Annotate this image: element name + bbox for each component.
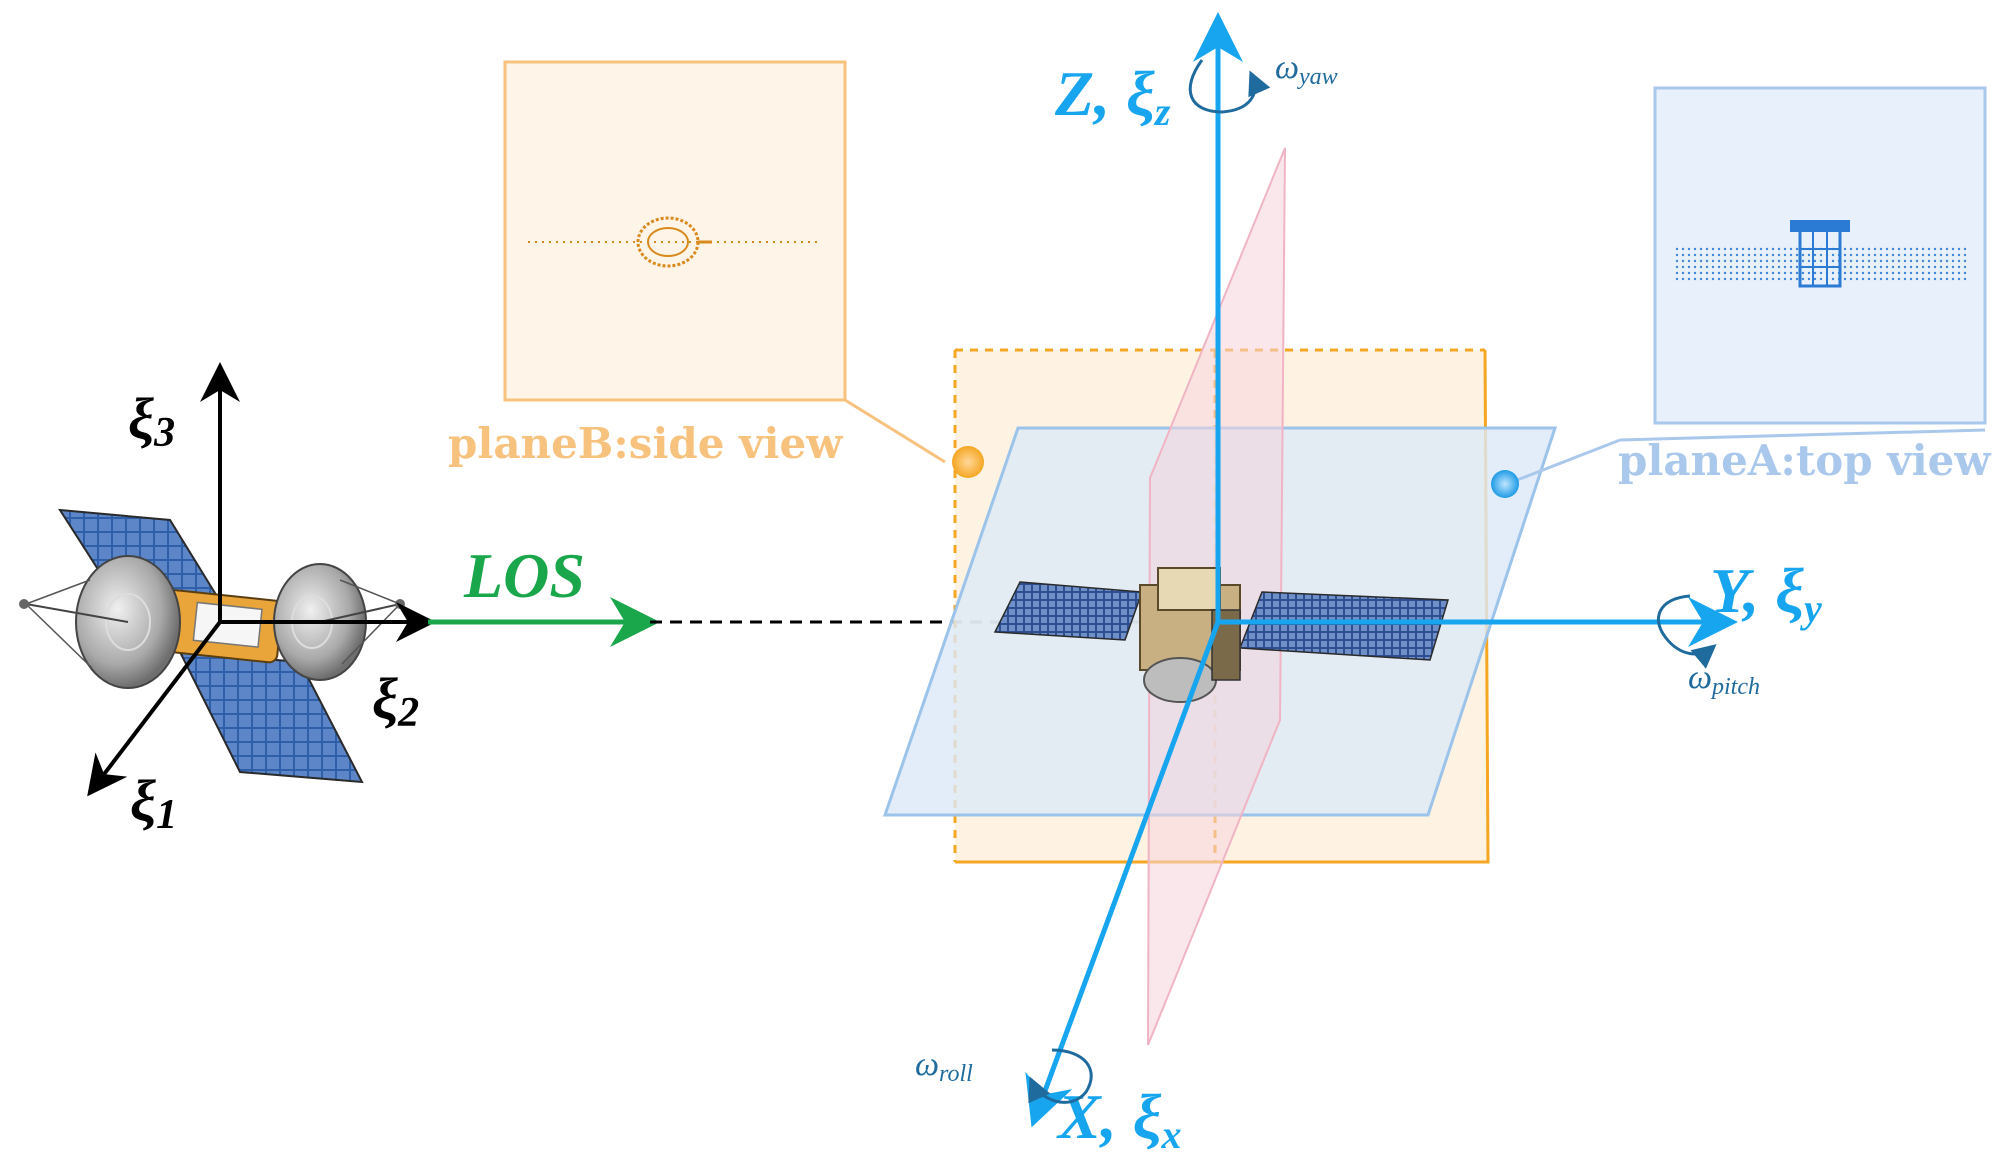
plane-b-label: planeB:side view — [448, 419, 843, 468]
y-axis-label: Y, — [1710, 555, 1759, 626]
pitch-rotation-arrow — [1656, 594, 1717, 669]
omega-roll-sub: roll — [939, 1061, 973, 1087]
xi-x-sub: x — [1160, 1112, 1181, 1155]
xi1-sub: 1 — [156, 792, 177, 838]
xi3-label: ξ — [128, 386, 154, 451]
xi-z-label: ξ — [1126, 58, 1155, 129]
z-axis-label: Z, — [1054, 58, 1110, 129]
omega-roll-symbol: ω — [915, 1046, 939, 1083]
plane-a-label: planeA:top view — [1618, 436, 1991, 485]
yaw-rotation-arrow — [1188, 59, 1271, 114]
svg-text:ξ3: ξ3 — [128, 386, 175, 456]
xi2-sub: 2 — [397, 690, 419, 736]
central-satellite-icon — [993, 567, 1449, 703]
omega-yaw-sub: yaw — [1297, 64, 1338, 90]
svg-text:Z, ξz: Z, ξz — [1054, 58, 1171, 134]
los-label: LOS — [463, 540, 585, 611]
omega-pitch-symbol: ω — [1688, 659, 1712, 696]
xi-y-sub: y — [1800, 586, 1822, 631]
roll-rotation-arrow — [1028, 1048, 1093, 1104]
svg-text:ξ2: ξ2 — [372, 666, 419, 736]
xi1-label: ξ — [130, 768, 156, 833]
svg-text:X, ξx: X, ξx — [1056, 1081, 1181, 1155]
xi-z-sub: z — [1153, 89, 1171, 134]
xi-x-label: ξ — [1133, 1081, 1162, 1152]
left-satellite-frame: ξ3 ξ2 ξ1 — [19, 362, 436, 838]
plane-a-top-view-inset — [1491, 86, 1987, 498]
xi-y-label: ξ — [1775, 555, 1804, 626]
omega-yaw-symbol: ω — [1275, 49, 1299, 86]
svg-text:ξ1: ξ1 — [130, 768, 177, 838]
svg-text:Y, ξy: Y, ξy — [1710, 555, 1822, 631]
xi2-label: ξ — [372, 666, 398, 731]
left-satellite-icon — [19, 508, 405, 784]
xi3-sub: 3 — [153, 410, 175, 456]
svg-text:ωroll: ωroll — [915, 1046, 973, 1087]
plane-b-side-view-inset — [503, 60, 984, 478]
omega-pitch-sub: pitch — [1710, 674, 1760, 700]
svg-text:ωyaw: ωyaw — [1275, 49, 1338, 90]
xi1-axis — [87, 620, 222, 797]
svg-text:ωpitch: ωpitch — [1688, 659, 1760, 700]
x-axis — [1025, 621, 1221, 1128]
